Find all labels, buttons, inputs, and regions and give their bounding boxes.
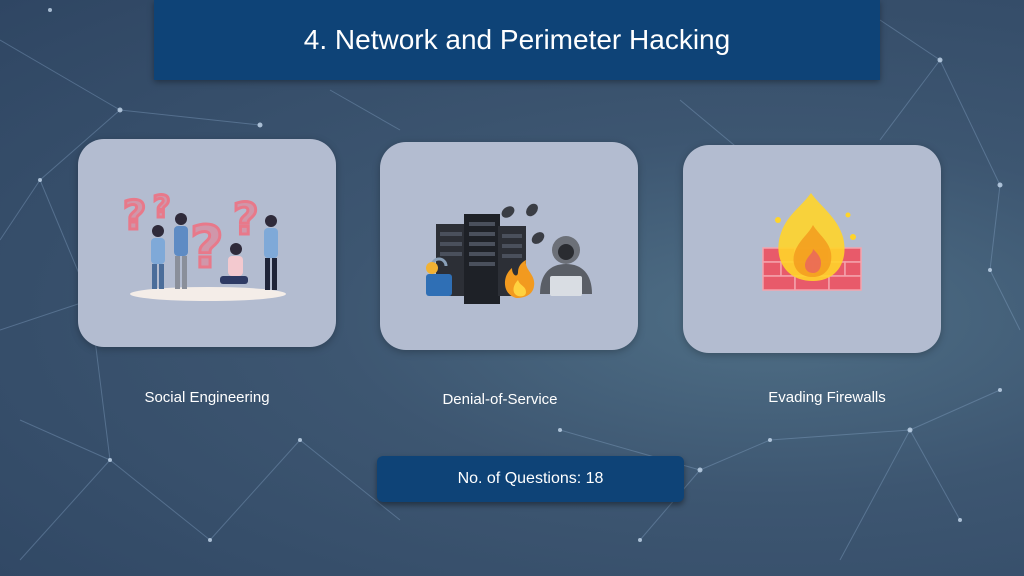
questions-count-box: No. of Questions: 18 [377,456,684,502]
questions-count-label: No. of Questions: 18 [457,470,604,487]
confused-people-icon: ? ? ? ? [122,189,286,301]
title-bar: 4. Network and Perimeter Hacking [154,0,880,80]
slide-title: 4. Network and Perimeter Hacking [303,24,731,55]
social-engineering-caption: Social Engineering [144,389,270,406]
svg-text:?: ? [233,194,259,245]
svg-text:?: ? [190,213,224,281]
evading-firewalls-card[interactable] [683,145,941,353]
denial-of-service-card[interactable] [380,142,638,350]
svg-text:?: ? [123,193,146,239]
evading-firewalls-caption: Evading Firewalls [768,389,886,406]
server-attack-icon [426,203,592,304]
firewall-icon [762,193,862,291]
denial-of-service-caption: Denial-of-Service [442,391,558,408]
social-engineering-card[interactable]: ? ? ? ? [78,139,336,347]
svg-text:?: ? [153,190,170,225]
